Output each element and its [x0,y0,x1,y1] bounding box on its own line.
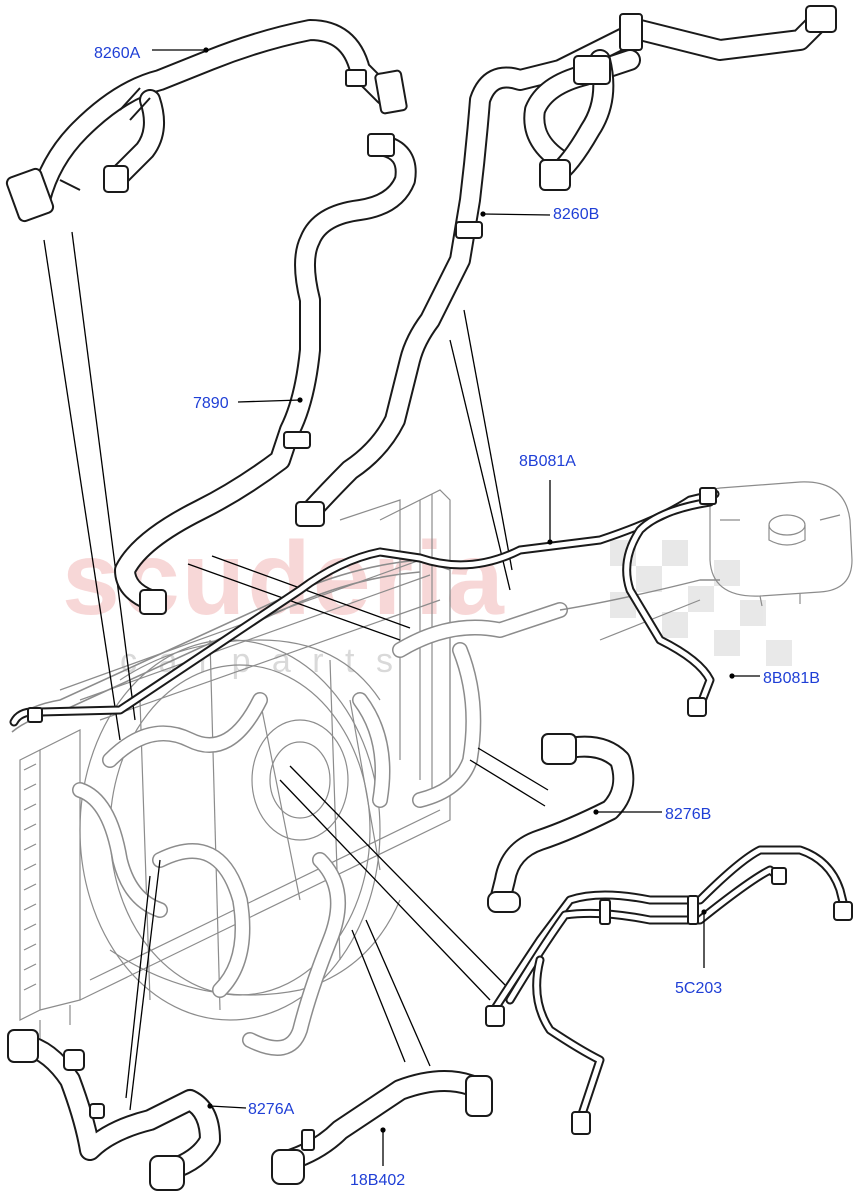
hose-8276B [487,733,635,913]
pipe-8B081 [9,487,720,727]
leader-lines [43,231,549,1111]
callout-5C203[interactable]: 5C203 [675,980,723,997]
callout-leaders [152,47,760,1166]
hose-8260B [295,5,837,527]
callout-8260A[interactable]: 8260A [94,45,141,62]
hose-18B402 [271,1070,493,1185]
callout-7890[interactable]: 7890 [193,395,229,412]
watermark-sub: c a r p a r t s [120,642,399,680]
callout-18B402[interactable]: 18B402 [350,1172,406,1189]
hose-8276A [7,1029,221,1191]
installed-hoses [72,602,568,1056]
callout-8260B[interactable]: 8260B [553,206,600,223]
watermark-flag [610,540,792,666]
hose-8260A [5,19,408,223]
callout-8B081A[interactable]: 8B081A [519,453,576,470]
callout-8B081B[interactable]: 8B081B [763,670,820,687]
hose-7890 [114,133,417,615]
callout-8276A[interactable]: 8276A [248,1101,295,1118]
callout-8276B[interactable]: 8276B [665,806,712,823]
pipe-5C203 [485,845,853,1135]
